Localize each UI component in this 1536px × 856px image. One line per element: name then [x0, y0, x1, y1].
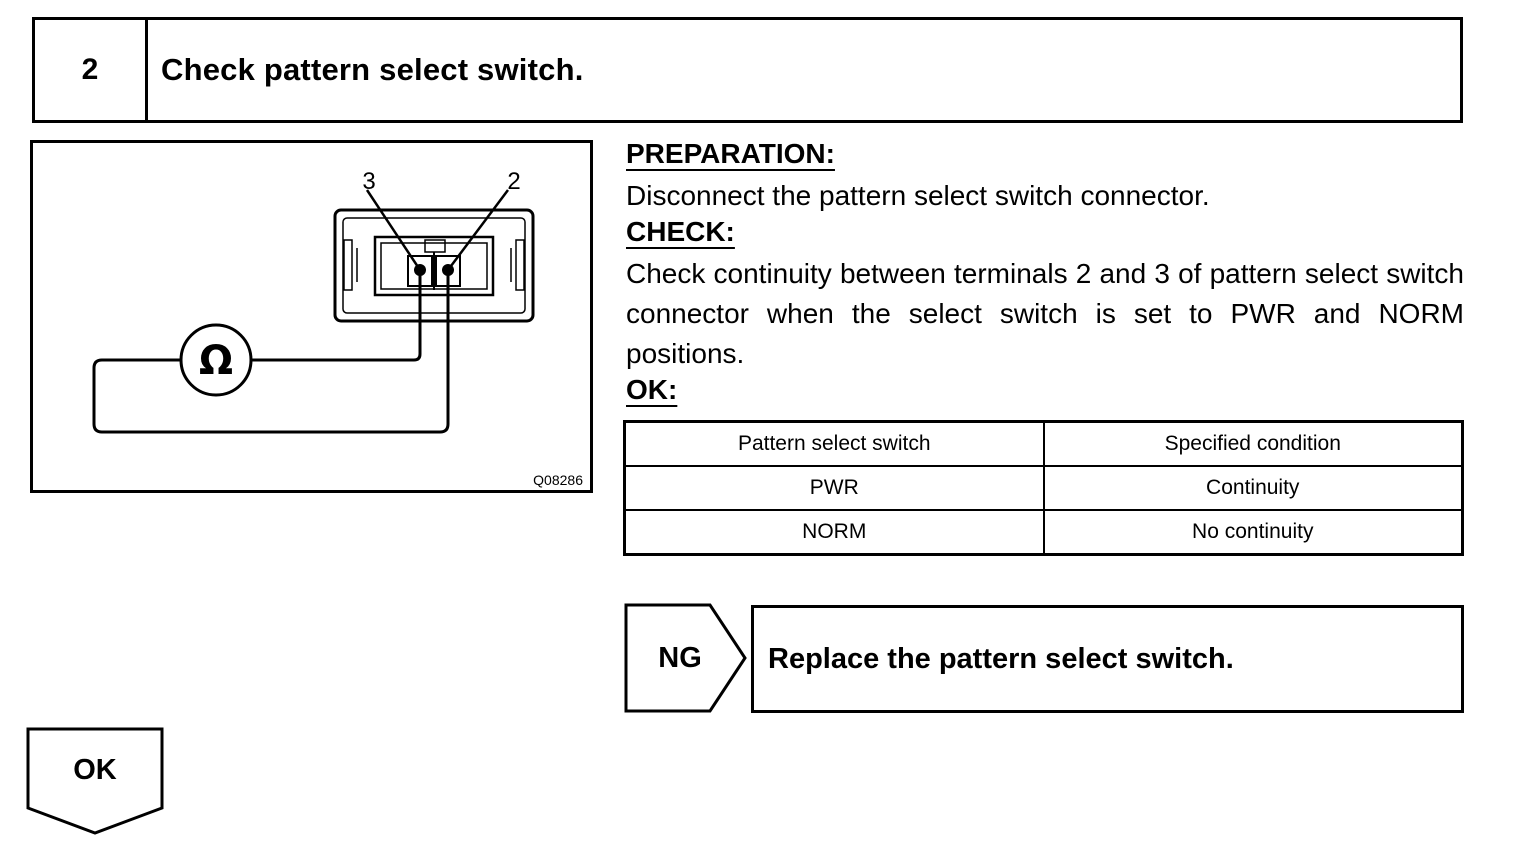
cell-switch: NORM [623, 509, 1045, 556]
ng-arrow-icon [624, 603, 747, 713]
terminal-3-label: 3 [362, 168, 375, 195]
ng-action-box: Replace the pattern select switch. [751, 605, 1464, 713]
cell-switch: PWR [623, 465, 1045, 511]
terminal-3-leader [365, 189, 422, 271]
ok-heading: OK: [626, 374, 678, 405]
ohmmeter-icon [179, 323, 253, 397]
step-header: 2 Check pattern select switch. [32, 17, 1463, 123]
terminal-2-label: 2 [507, 168, 520, 195]
header-condition: Specified condition [1042, 420, 1464, 467]
ng-action-text: Replace the pattern select switch. [768, 642, 1234, 675]
ok-label: OK [73, 753, 117, 786]
check-heading: CHECK: [626, 216, 735, 247]
check-text: Check continuity between terminals 2 and… [626, 258, 1464, 369]
connector-housing [333, 208, 535, 323]
preparation-heading: PREPARATION: [626, 138, 835, 169]
cell-condition: No continuity [1042, 509, 1464, 556]
diagram-frame [30, 140, 593, 493]
preparation-text: Disconnect the pattern select switch con… [626, 180, 1210, 211]
cell-condition: Continuity [1042, 465, 1464, 511]
ng-label: NG [658, 641, 702, 674]
ok-arrow-icon [26, 727, 164, 835]
step-title: Check pattern select switch. [161, 52, 584, 87]
ohm-symbol: Ω [199, 338, 233, 384]
table-header-row: Pattern select switch Specified conditio… [623, 420, 1464, 467]
table-row: NORM No continuity [623, 509, 1464, 556]
wire-to-terminal-2 [92, 270, 450, 434]
figure-code: Q08286 [533, 472, 583, 488]
table-row: PWR Continuity [623, 465, 1464, 511]
terminal-2-leader [447, 189, 509, 271]
spec-table: Pattern select switch Specified conditio… [623, 420, 1464, 556]
step-number: 2 [35, 20, 148, 120]
wire-to-terminal-3 [252, 270, 422, 362]
connector-diagram: 3 2 Ω Q08286 [30, 140, 593, 493]
header-switch: Pattern select switch [623, 420, 1045, 467]
